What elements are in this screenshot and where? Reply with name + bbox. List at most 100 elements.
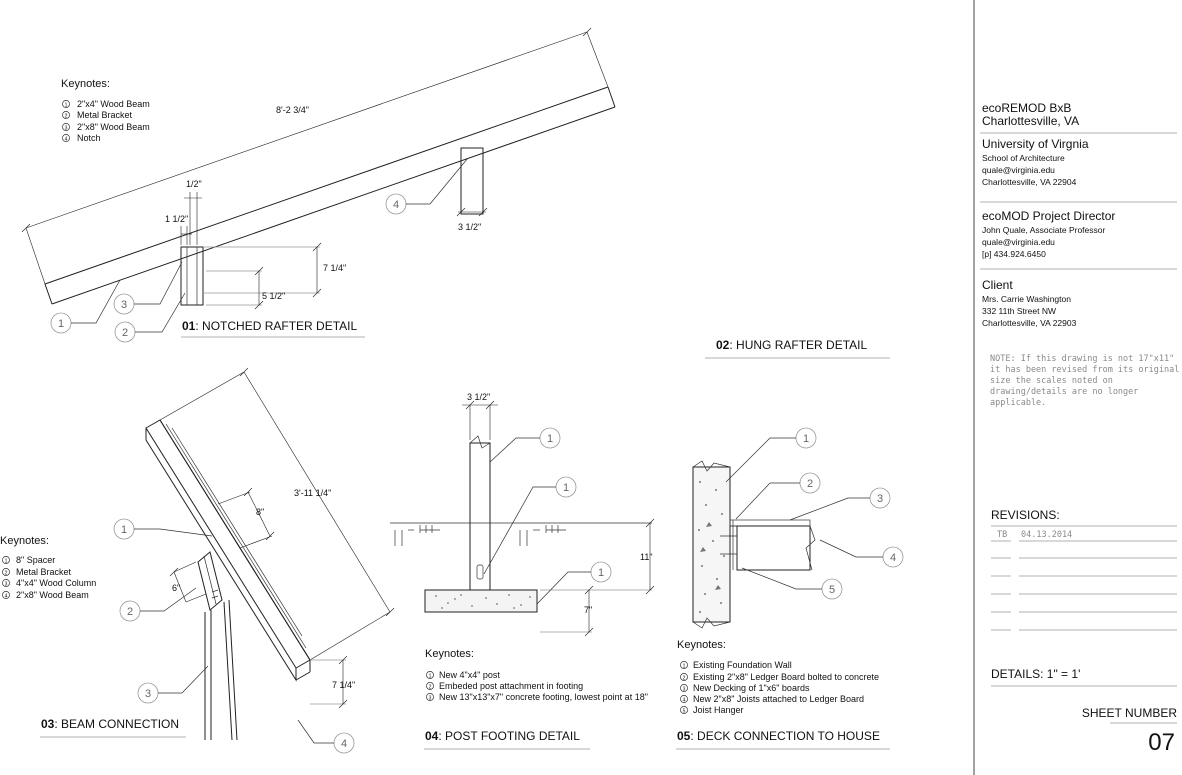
svg-text:2: 2 <box>683 676 686 682</box>
d05-keynote-5: Joist Hanger <box>693 705 744 715</box>
d01-dim-1-1-2: 1 1/2" <box>165 214 188 224</box>
tb-note-line-1: NOTE: If this drawing is not 17"x11" <box>990 354 1174 364</box>
d01-notch: 3 1/2" <box>456 147 488 232</box>
d04-dim-7: 7" <box>584 605 592 615</box>
d05-bubble-2: 2 <box>807 478 813 490</box>
d05-bubble-4: 4 <box>890 552 896 564</box>
d04-callouts: 1 1 1 <box>483 427 612 605</box>
d04-keynote-3: New 13"x13"x7" concrete footing, lowest … <box>439 692 648 702</box>
tb-scale: DETAILS: 1" = 1' <box>991 667 1080 681</box>
d04-bubble-1b: 1 <box>563 482 569 494</box>
svg-text:02: HUNG RAFTER DETAIL: 02: HUNG RAFTER DETAIL <box>716 338 867 352</box>
d05-keynote-1: Existing Foundation Wall <box>693 660 792 670</box>
svg-text:1: 1 <box>5 559 8 565</box>
d04-title-num: 04 <box>425 729 439 743</box>
tb-revisions-table: TB 04.13.2014 <box>991 525 1177 631</box>
tb-director-phone: [p] 434.924.6450 <box>982 249 1046 259</box>
d01-callouts: 4 1 3 2 <box>50 157 469 343</box>
d05-bubble-3: 3 <box>877 493 883 505</box>
d03-keynote-2: Metal Bracket <box>16 567 72 577</box>
tb-note-line-3: size the scales noted on <box>990 376 1113 386</box>
tb-client-street: 332 11th Street NW <box>982 306 1056 316</box>
d05-keynote-2: Existing 2"x8" Ledger Board bolted to co… <box>693 672 879 682</box>
d05-callouts: 1 2 3 4 5 <box>725 427 904 600</box>
d03-keynote-3: 4"x4" Wood Column <box>16 578 96 588</box>
d01-dim-7-1-4: 7 1/4" <box>323 263 346 273</box>
d01-dim-length: 8'-2 3/4" <box>276 105 309 115</box>
svg-text:1: 1 <box>429 674 432 680</box>
tb-sheet-number: 07 <box>1148 729 1175 756</box>
svg-text:1: 1 <box>65 103 68 109</box>
d03-bubble-2: 2 <box>127 606 133 618</box>
d05-title: 05: DECK CONNECTION TO HOUSE <box>676 729 890 750</box>
svg-text:04: POST FOOTING DETAIL: 04: POST FOOTING DETAIL <box>425 729 580 743</box>
d03-dim-8: 8" <box>256 507 264 517</box>
svg-text:4: 4 <box>65 137 68 143</box>
detail-02-hung-rafter: 02: HUNG RAFTER DETAIL <box>705 338 890 359</box>
d01-title-text: NOTCHED RAFTER DETAIL <box>202 319 357 333</box>
d03-keynotes-heading: Keynotes: <box>0 535 49 547</box>
tb-client-heading: Client <box>982 278 1013 292</box>
d03-dim-length: 3'-11 1/4" <box>294 488 331 498</box>
d03-dim-6: 6" <box>172 583 180 593</box>
title-block: ecoREMOD BxB Charlottesville, VA Univers… <box>973 0 1179 775</box>
d01-dim-3-1-2: 3 1/2" <box>458 222 481 232</box>
tb-location: Charlottesville, VA <box>982 114 1079 128</box>
tb-school: School of Architecture <box>982 153 1065 163</box>
svg-text:3: 3 <box>65 126 68 132</box>
d02-title-num: 02 <box>716 338 730 352</box>
tb-revision-date: 04.13.2014 <box>1021 530 1072 540</box>
svg-text:2: 2 <box>65 114 68 120</box>
svg-text:1: 1 <box>683 664 686 670</box>
d01-keynote-list: 1 2"x4" Wood Beam 2 Metal Bracket 3 2"x8… <box>62 99 150 143</box>
detail-03-beam-connection: Keynotes: 1 8" Spacer 2 Metal Bracket 3 … <box>0 367 395 754</box>
d05-drawing <box>692 460 816 629</box>
bubble-4: 4 <box>393 199 399 211</box>
d04-bubble-1c: 1 <box>598 567 604 579</box>
d05-bubble-5: 5 <box>829 584 835 596</box>
d04-bubble-1a: 1 <box>547 433 553 445</box>
d05-title-num: 05 <box>677 729 691 743</box>
svg-text:5: 5 <box>683 709 686 715</box>
d03-keynote-4: 2"x8" Wood Beam <box>16 590 89 600</box>
d04-title: 04: POST FOOTING DETAIL <box>424 729 590 750</box>
d01-keynote-4: Notch <box>77 133 101 143</box>
d01-rafter: 8'-2 3/4" <box>21 27 616 305</box>
tb-director-name: John Quale, Associate Professor <box>982 225 1105 235</box>
svg-text:05: DECK CONNECTION TO HOUSE: 05: DECK CONNECTION TO HOUSE <box>677 729 880 743</box>
svg-text:2: 2 <box>5 571 8 577</box>
d01-keynotes-heading: Keynotes: <box>61 78 110 90</box>
d03-dim-7-1-4: 7 1/4" <box>332 680 355 690</box>
tb-note-line-4: drawing/details are no longer <box>990 387 1138 397</box>
d04-keynote-1: New 4"x4" post <box>439 670 500 680</box>
d04-title-text: POST FOOTING DETAIL <box>445 729 580 743</box>
d03-callouts: 1 2 3 4 <box>113 518 355 754</box>
d04-keynotes-heading: Keynotes: <box>425 648 474 660</box>
svg-text:3: 3 <box>429 696 432 702</box>
tb-school-email: quale@virginia.edu <box>982 165 1055 175</box>
d03-bubble-1: 1 <box>121 524 127 536</box>
tb-sheet-label: SHEET NUMBER <box>1082 706 1177 720</box>
svg-text:2: 2 <box>429 685 432 691</box>
tb-director-email: quale@virginia.edu <box>982 237 1055 247</box>
svg-text:4: 4 <box>683 698 686 704</box>
d01-title-num: 01 <box>182 319 196 333</box>
d03-title-text: BEAM CONNECTION <box>61 717 179 731</box>
tb-revisions-heading: REVISIONS: <box>991 508 1060 522</box>
tb-client-name: Mrs. Carrie Washington <box>982 294 1071 304</box>
tb-scale-note: NOTE: If this drawing is not 17"x11" it … <box>990 354 1179 408</box>
bubble-2: 2 <box>122 327 128 339</box>
d03-keynote-list: 1 8" Spacer 2 Metal Bracket 3 4"x4" Wood… <box>2 555 96 600</box>
d03-title: 03: BEAM CONNECTION <box>40 717 186 738</box>
d01-dim-1-2: 1/2" <box>186 179 202 189</box>
d03-title-num: 03 <box>41 717 55 731</box>
d01-keynote-2: Metal Bracket <box>77 110 133 120</box>
tb-university: University of Virgnia <box>982 137 1089 151</box>
d05-bubble-1: 1 <box>803 433 809 445</box>
d04-keynote-list: 1 New 4"x4" post 2 Embeded post attachme… <box>426 670 648 702</box>
tb-project: ecoREMOD BxB <box>982 101 1071 115</box>
d05-keynotes-heading: Keynotes: <box>677 639 726 651</box>
svg-text:3: 3 <box>5 582 8 588</box>
d04-keynote-2: Embeded post attachment in footing <box>439 681 583 691</box>
